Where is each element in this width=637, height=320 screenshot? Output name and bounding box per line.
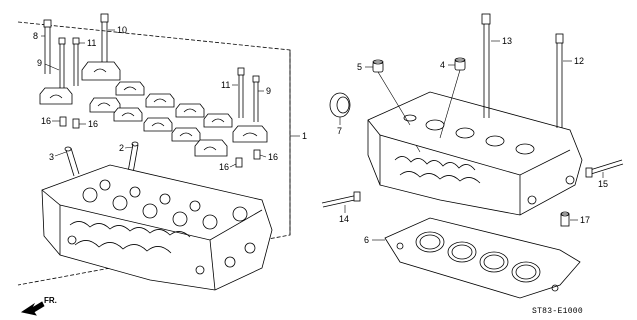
callout-16-a: 16	[41, 116, 51, 126]
callout-16-c: 16	[219, 162, 229, 172]
diagram-code: ST83-E1000	[532, 307, 583, 316]
cap-4	[454, 57, 466, 71]
callout-7: 7	[337, 126, 342, 136]
bolt-11-right	[237, 67, 245, 118]
callout-9-right: 9	[266, 86, 271, 96]
plug-tube-3	[64, 146, 80, 177]
callout-17: 17	[580, 215, 590, 225]
callout-2: 2	[119, 143, 124, 153]
bolt-11-left	[72, 37, 80, 86]
callout-14: 14	[339, 214, 349, 224]
callout-12: 12	[574, 56, 584, 66]
dowel-pins-16	[59, 116, 261, 168]
stud-15	[585, 159, 624, 178]
cap-5	[372, 59, 384, 73]
bolt-13	[481, 13, 491, 118]
callout-3: 3	[49, 152, 54, 162]
callout-10: 10	[117, 25, 127, 35]
front-label: FR.	[44, 296, 57, 305]
leader-lines	[41, 29, 604, 241]
stud-14	[321, 191, 361, 208]
callout-8: 8	[33, 31, 38, 41]
callout-1: 1	[302, 131, 307, 141]
callout-9-left: 9	[37, 58, 42, 68]
plug-tube-2	[127, 141, 139, 174]
cylinder-head-right	[367, 91, 583, 216]
bolt-9-left	[58, 37, 66, 92]
bolt-12	[555, 33, 564, 128]
callout-11-left: 11	[87, 38, 96, 48]
callout-6: 6	[364, 235, 369, 245]
camshaft-holders	[39, 61, 268, 157]
callout-5: 5	[357, 62, 362, 72]
callout-16-b: 16	[88, 119, 98, 129]
callout-15: 15	[598, 179, 608, 189]
callout-13: 13	[502, 36, 512, 46]
bolt-9-right	[252, 75, 260, 122]
callout-16-d: 16	[268, 152, 278, 162]
front-arrow-icon	[20, 301, 45, 316]
head-gasket-6	[384, 217, 581, 299]
cylinder-head-left	[41, 164, 273, 291]
dowel-pin-17	[560, 211, 570, 227]
callout-4: 4	[440, 60, 445, 70]
seal-7	[329, 92, 351, 118]
callout-11-right: 11	[221, 80, 230, 90]
